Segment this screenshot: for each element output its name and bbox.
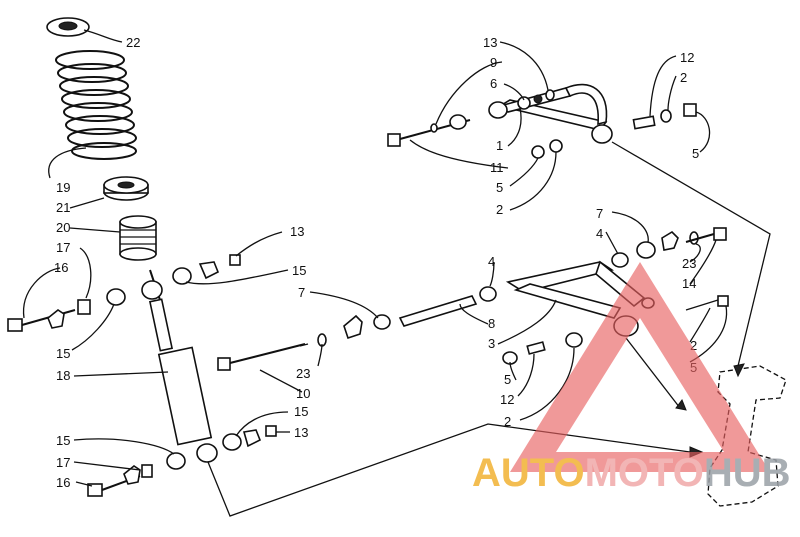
callout-6: 6 (490, 76, 497, 91)
spring-seat-22 (46, 17, 90, 37)
spacer-tube-8 (398, 286, 497, 327)
callout-13-lower-shock: 13 (294, 425, 308, 440)
callout-2-lower-right: 2 (690, 338, 697, 353)
callout-18: 18 (56, 368, 70, 383)
callout-10: 10 (296, 386, 310, 401)
adjuster-collar-20 (119, 215, 157, 261)
callout-17-upper: 17 (56, 240, 70, 255)
coil-spring-19 (55, 50, 137, 160)
callout-1: 1 (496, 138, 503, 153)
lower-arm-hardware-4-7-23-14 (611, 227, 727, 268)
callout-13-upper-shock: 13 (290, 224, 304, 239)
callout-5-lower-arm: 5 (504, 372, 511, 387)
callout-7-right: 7 (596, 206, 603, 221)
callout-5-upper-right: 5 (692, 146, 699, 161)
watermark-hub: HUB (704, 451, 791, 495)
shock-absorber-18 (141, 269, 218, 463)
callout-12-lower: 12 (500, 392, 514, 407)
callout-15-upper: 15 (56, 346, 70, 361)
pivot-bolt-10 (217, 343, 309, 371)
lower-washer-17 (123, 464, 153, 485)
watermark-triangle-icon (510, 262, 770, 472)
lower-bushing-15 (166, 425, 277, 470)
callout-12-upper: 12 (680, 50, 694, 65)
callout-14: 14 (682, 276, 696, 291)
watermark-moto: MOTO (585, 451, 704, 495)
callout-11: 11 (490, 160, 504, 175)
watermark-logo: AUTOMOTOHUB (472, 262, 791, 495)
upper-arm-hardware (387, 89, 697, 159)
callout-16-lower: 16 (56, 475, 70, 490)
callout-23-left: 23 (296, 366, 310, 381)
callout-2-lower-arm: 2 (504, 414, 511, 429)
callout-5-upper-arm: 5 (496, 180, 503, 195)
callout-3: 3 (488, 336, 495, 351)
callout-7-left: 7 (298, 285, 305, 300)
callout-15-upper-shock: 15 (292, 263, 306, 278)
callout-8: 8 (488, 316, 495, 331)
callout-13-upper-arm: 13 (483, 35, 497, 50)
callout-23-right: 23 (682, 256, 696, 271)
callout-4-right: 4 (596, 226, 603, 241)
watermark-auto: AUTO (472, 451, 585, 495)
callout-16-upper: 16 (54, 260, 68, 275)
callout-2-upper-arm: 2 (496, 202, 503, 217)
watermark-text: AUTOMOTOHUB (472, 451, 791, 495)
upper-bushing-15 (106, 254, 241, 306)
callout-9: 9 (490, 55, 497, 70)
lower-arm-ball-joint-hardware (502, 295, 729, 365)
callout-20: 20 (56, 220, 70, 235)
upper-shock-bolt-16 (7, 309, 76, 332)
callout-19: 19 (56, 180, 70, 195)
cam-washer-7-left (343, 314, 391, 340)
callout-4-center: 4 (488, 254, 495, 269)
callout-15-lower: 15 (56, 433, 70, 448)
callout-2-upper-right: 2 (680, 70, 687, 85)
spring-retainer-21 (103, 176, 149, 201)
callout-21: 21 (56, 200, 70, 215)
callout-17-lower: 17 (56, 455, 70, 470)
callout-22: 22 (126, 35, 140, 50)
callout-15-lower-shock: 15 (294, 404, 308, 419)
upper-washer-17 (47, 299, 91, 329)
